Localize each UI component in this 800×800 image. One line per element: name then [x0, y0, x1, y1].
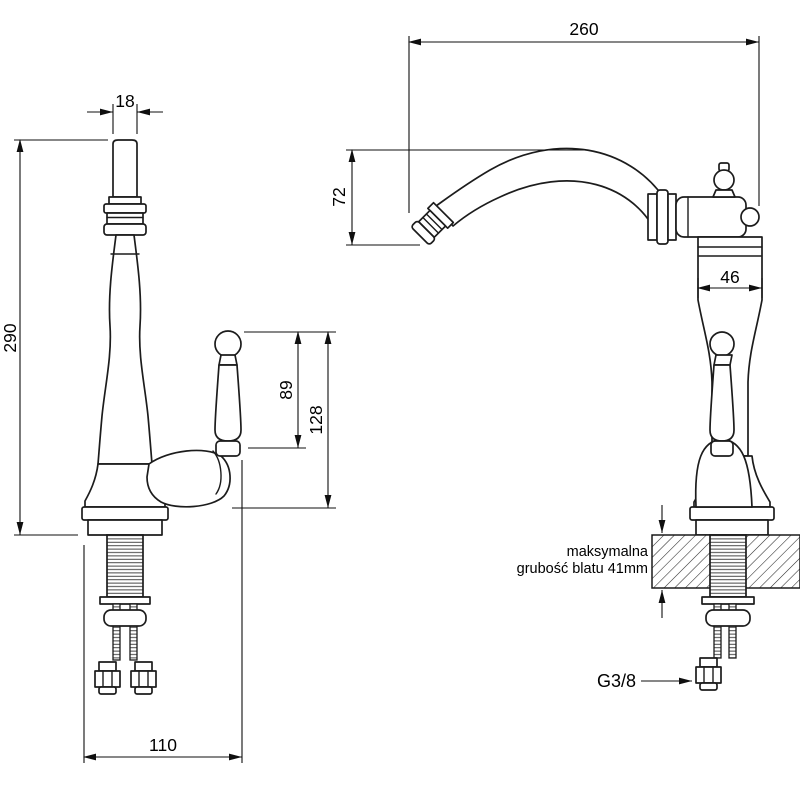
dim-side-body-width: 46: [720, 267, 739, 287]
side-mounting-bracket: [705, 609, 751, 627]
dim-front-base-width: 110: [149, 735, 177, 755]
side-handle-ball: [709, 331, 735, 357]
front-mounting-hardware: [94, 534, 157, 695]
dim-front-spout-width: 18: [115, 91, 134, 111]
front-dimensions: 18 290 89 128 110: [0, 91, 336, 763]
front-mounting-bracket: [103, 609, 147, 627]
front-view: [81, 139, 242, 695]
dim-side-spout-reach: 260: [569, 19, 598, 39]
countertop-note-line1: maksymalna: [567, 544, 649, 560]
front-handle: [146, 330, 242, 508]
dim-side-spout-drop: 72: [329, 187, 349, 206]
dim-front-handle-overall: 128: [306, 405, 326, 434]
front-handle-ball: [214, 330, 242, 358]
side-mounting-hardware: [695, 534, 755, 691]
side-finial-ball: [713, 169, 735, 191]
side-hose-nut: [695, 666, 722, 684]
front-threaded-shank: [106, 534, 144, 598]
side-handle: [694, 331, 753, 508]
thread-size-label: G3/8: [597, 671, 636, 691]
side-threaded-shank: [709, 534, 747, 598]
side-view: [411, 147, 800, 691]
front-body: [81, 234, 169, 536]
countertop-note-line2: grubość blatu 41mm: [517, 561, 648, 577]
dim-front-height: 290: [0, 323, 20, 352]
front-spout: [103, 139, 147, 236]
side-spout: [411, 147, 677, 245]
side-aerator: [411, 201, 455, 245]
side-dimensions: 260 72 46 maksymalna grubość blatu 41mm …: [329, 19, 763, 691]
side-spout-collar: [647, 189, 677, 245]
front-hose-nut-left: [94, 670, 121, 688]
dim-front-handle-height: 89: [276, 380, 296, 399]
front-hose-nut-right: [130, 670, 157, 688]
side-end-knob: [740, 207, 760, 227]
